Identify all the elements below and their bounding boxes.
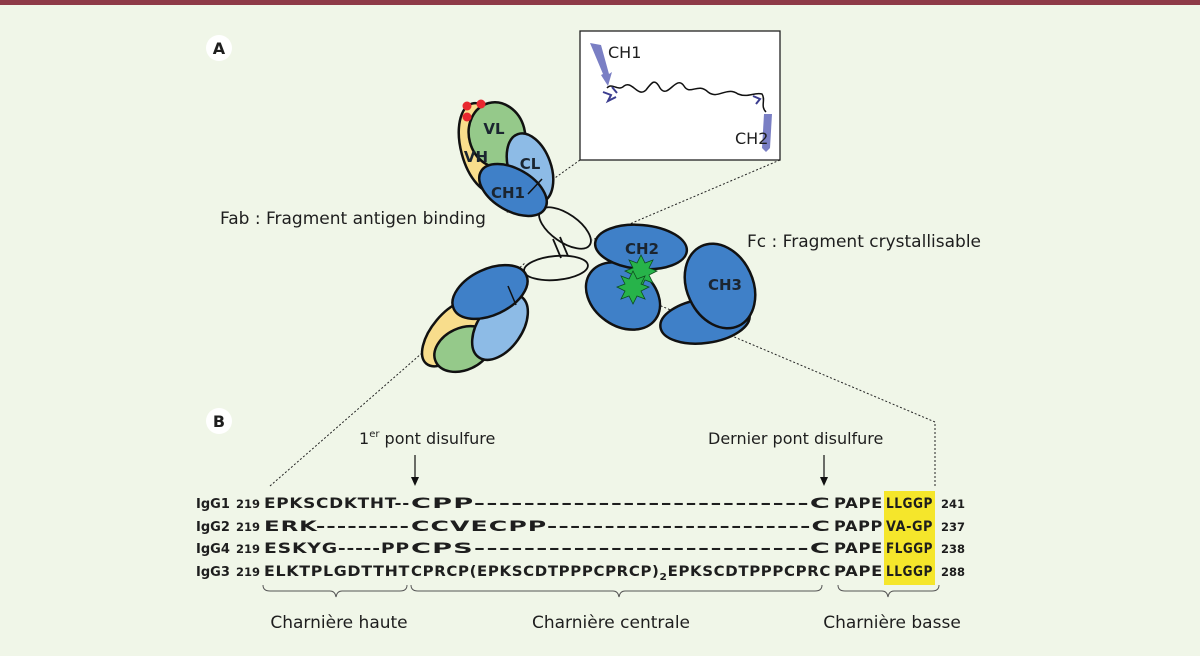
- panel-b-badge: B: [206, 408, 232, 434]
- hinge-oval-lower: [523, 254, 589, 282]
- inset-ch1-label: CH1: [608, 43, 641, 62]
- sequence-alignment: IgG1 219 EPKSCDKTHT--CPP------------------…: [196, 496, 965, 583]
- end-position: 288: [941, 565, 965, 579]
- end-position: 237: [941, 520, 965, 534]
- cdr-dot-2: [476, 99, 486, 109]
- hinge-backbone: [606, 81, 767, 113]
- ch2-label: CH2: [625, 240, 659, 258]
- ch2-helix: [762, 114, 772, 152]
- lower-hinge-highlighted-seq: LLGGP: [886, 564, 933, 580]
- start-position: 219: [236, 565, 260, 579]
- sequence-connector-left: [269, 262, 526, 487]
- lower-hinge-highlighted-seq: FLGGP: [886, 541, 933, 557]
- region-lower-label: Charnière basse: [823, 613, 961, 633]
- disulfide-bond-1: [552, 238, 562, 259]
- start-position: 219: [236, 542, 260, 556]
- fc-region: CH2 CH3: [584, 223, 757, 345]
- first-bridge-label: 1er pont disulfure: [359, 429, 495, 448]
- start-position: 219: [236, 520, 260, 534]
- ch1-helix: [590, 43, 612, 86]
- glycan-star-2: [616, 270, 650, 305]
- hinge-structure-inset: CH1 CH2: [579, 30, 781, 161]
- middle-hinge-seq: CPS---------------------------C: [411, 541, 831, 557]
- sequence-row-igg1: IgG1 219 EPKSCDKTHT--CPP------------------…: [196, 496, 965, 512]
- ch1-domain: [478, 162, 548, 218]
- ch1-domain-lower: [451, 263, 529, 321]
- ch1-cl-bond: [527, 178, 543, 195]
- cdr-dot-3: [462, 112, 472, 122]
- bracket-upper: [262, 584, 408, 598]
- top-border: [0, 0, 1200, 5]
- end-position: 241: [941, 497, 965, 511]
- antibody: VL VH CL CH1 CH2 CH3: [420, 99, 757, 374]
- upper-hinge-seq: EPKSCDKTHT--: [264, 496, 410, 512]
- lower-hinge-highlighted-seq: VA-GP: [886, 519, 933, 535]
- cdr-dot-1: [462, 101, 472, 111]
- fab-arm-upper: VL VH CL CH1: [457, 99, 555, 218]
- last-bridge-label: Dernier pont disulfure: [708, 429, 883, 448]
- vh-label: VH: [464, 148, 488, 166]
- sequence-row-igg2: IgG2 219 ERK---------CCVECPP--------------…: [196, 519, 965, 535]
- middle-hinge-seq: CCVECPP-----------------------C: [411, 519, 831, 535]
- upper-hinge-seq: ERK---------: [264, 519, 410, 535]
- upper-hinge-seq: ELKTPLGDTTHT: [264, 564, 410, 580]
- region-upper-label: Charnière haute: [270, 613, 407, 633]
- panel-b-label: B: [213, 412, 225, 431]
- disulfide-bond-2: [559, 236, 569, 257]
- fab-label: Fab : Fragment antigen binding: [220, 209, 486, 229]
- cl-label: CL: [520, 155, 541, 173]
- arrow-first-bridge: 1er pont disulfure: [359, 429, 495, 486]
- ch3-label: CH3: [708, 276, 742, 294]
- lower-hinge-highlighted-seq: LLGGP: [886, 496, 933, 512]
- bracket-middle: [410, 584, 823, 598]
- hinge-side-chains: [602, 86, 762, 105]
- upper-hinge-seq: ESKYG-----PP: [264, 541, 410, 557]
- inset-ch2-label: CH2: [735, 129, 768, 148]
- ch1-cl-bond-lower: [507, 285, 517, 306]
- middle-hinge-seq: CPP---------------------------C: [411, 496, 831, 512]
- isotype-name: IgG1: [196, 497, 230, 512]
- start-position: 219: [236, 497, 260, 511]
- isotype-name: IgG3: [196, 565, 230, 580]
- arrow-last-bridge: Dernier pont disulfure: [708, 429, 883, 486]
- panel-a-label: A: [213, 39, 226, 58]
- sequence-connector-right: [587, 274, 936, 423]
- region-brackets: [262, 584, 940, 598]
- vl-label: VL: [483, 120, 505, 138]
- isotype-name: IgG2: [196, 520, 230, 535]
- region-middle-label: Charnière centrale: [532, 613, 690, 633]
- ch3-domain: [683, 242, 757, 330]
- fab-arm-lower: [420, 263, 530, 374]
- lower-hinge-seq: PAPE: [834, 564, 883, 580]
- panel-a-badge: A: [206, 35, 232, 61]
- lower-hinge-seq: PAPE: [834, 496, 883, 512]
- ch1-label: CH1: [491, 184, 525, 202]
- fc-label: Fc : Fragment crystallisable: [747, 232, 981, 252]
- bracket-lower: [837, 584, 940, 598]
- isotype-name: IgG4: [196, 542, 230, 557]
- lower-hinge-seq: PAPE: [834, 541, 883, 557]
- lower-hinge-seq: PAPP: [834, 519, 883, 535]
- end-position: 238: [941, 542, 965, 556]
- middle-hinge-seq: CPRCP(EPKSCDTPPPCPRCP)2EPKSCDTPPPCPRC: [411, 564, 831, 583]
- lower-hinge-highlight: [884, 491, 935, 585]
